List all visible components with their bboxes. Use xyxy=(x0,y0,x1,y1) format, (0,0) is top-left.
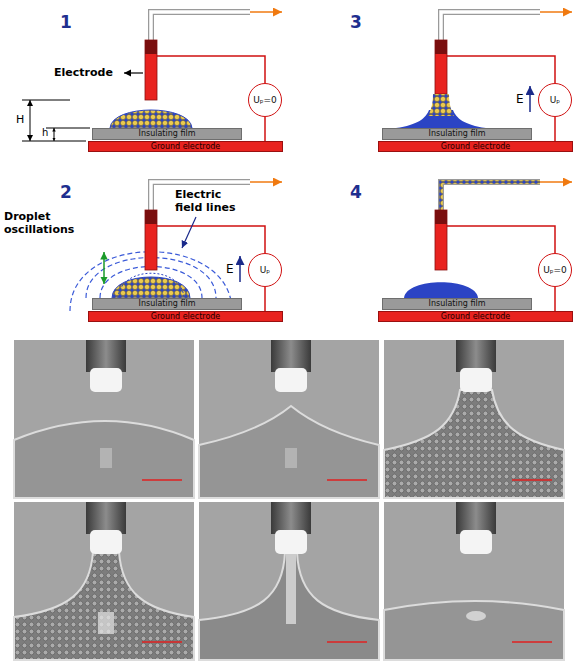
ground-electrode: Ground electrode xyxy=(378,311,573,322)
voltage-source: Uₚ=0 xyxy=(248,83,282,117)
voltage-source: Uₚ xyxy=(538,83,572,117)
layer-label: Ground electrode xyxy=(151,312,221,321)
field-label: E xyxy=(226,262,234,276)
ground-electrode: Ground electrode xyxy=(378,141,573,152)
wire xyxy=(554,287,556,311)
voltage-label: Uₚ xyxy=(550,95,560,106)
voltage-source: Uₚ xyxy=(248,253,282,287)
layer-label: Insulating film xyxy=(429,299,486,309)
callout-label: Electric field lines xyxy=(175,188,250,214)
voltage-label: Uₚ=0 xyxy=(543,265,567,276)
wire xyxy=(264,117,266,141)
voltage-label: Uₚ=0 xyxy=(253,95,277,106)
callout-label: Electrode xyxy=(54,66,113,79)
layer-label: Insulating film xyxy=(139,129,196,139)
dimension-label: H xyxy=(16,113,24,126)
layer-label: Ground electrode xyxy=(151,142,221,151)
layer-label: Ground electrode xyxy=(441,142,511,151)
panel-number: 1 xyxy=(60,12,72,32)
dimension-label: h xyxy=(42,127,48,139)
insulating-film: Insulating film xyxy=(92,298,242,310)
ground-electrode: Ground electrode xyxy=(88,141,283,152)
panel-number: 2 xyxy=(60,182,72,202)
wire xyxy=(264,287,266,311)
insulating-film: Insulating film xyxy=(382,128,532,140)
field-label: E xyxy=(516,92,524,106)
layer-label: Ground electrode xyxy=(441,312,511,321)
callout-label: Droplet oscillations xyxy=(4,210,96,236)
layer-label: Insulating film xyxy=(139,299,196,309)
panel-number: 4 xyxy=(350,182,362,202)
layer-label: Insulating film xyxy=(429,129,486,139)
voltage-label: Uₚ xyxy=(260,265,270,276)
panel-number: 3 xyxy=(350,12,362,32)
wire xyxy=(554,117,556,141)
insulating-film: Insulating film xyxy=(92,128,242,140)
insulating-film: Insulating film xyxy=(382,298,532,310)
voltage-source: Uₚ=0 xyxy=(538,253,572,287)
ground-electrode: Ground electrode xyxy=(88,311,283,322)
